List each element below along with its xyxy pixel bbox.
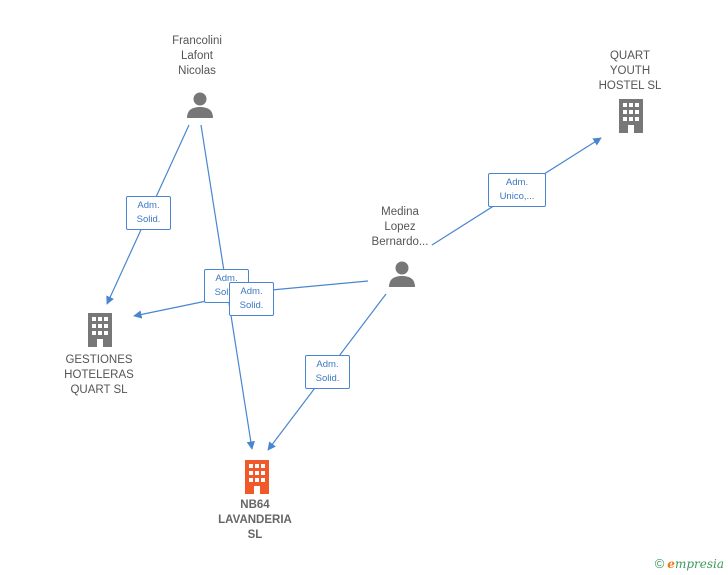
person-icon[interactable] — [387, 259, 417, 289]
brand-footer: ©empresia — [655, 556, 724, 571]
copyright-icon: © — [654, 556, 665, 571]
building-icon-main[interactable] — [242, 460, 272, 494]
brand-logo: empresia — [667, 557, 724, 571]
node-label-medina: Medina Lopez Bernardo... — [371, 206, 429, 248]
node-label-quart-youth: QUART YOUTH HOSTEL SL — [598, 50, 662, 92]
building-icon[interactable] — [616, 99, 646, 133]
edge-label-medina-gestiones[interactable]: Adm. Solid. — [229, 282, 274, 316]
node-label-francolini: Francolini Lafont Nicolas — [172, 35, 222, 77]
building-icon[interactable] — [85, 313, 115, 347]
node-label-nb64: NB64 LAVANDERIA SL — [218, 499, 292, 541]
person-icon[interactable] — [185, 90, 215, 120]
edge-label-medina-nb64[interactable]: Adm. Solid. — [305, 355, 350, 389]
node-label-gestiones: GESTIONES HOTELERAS QUART SL — [64, 354, 134, 396]
edge-label-francolini-gestiones[interactable]: Adm. Solid. — [126, 196, 171, 230]
edge-label-medina-quart-youth[interactable]: Adm. Unico,... — [488, 173, 546, 207]
